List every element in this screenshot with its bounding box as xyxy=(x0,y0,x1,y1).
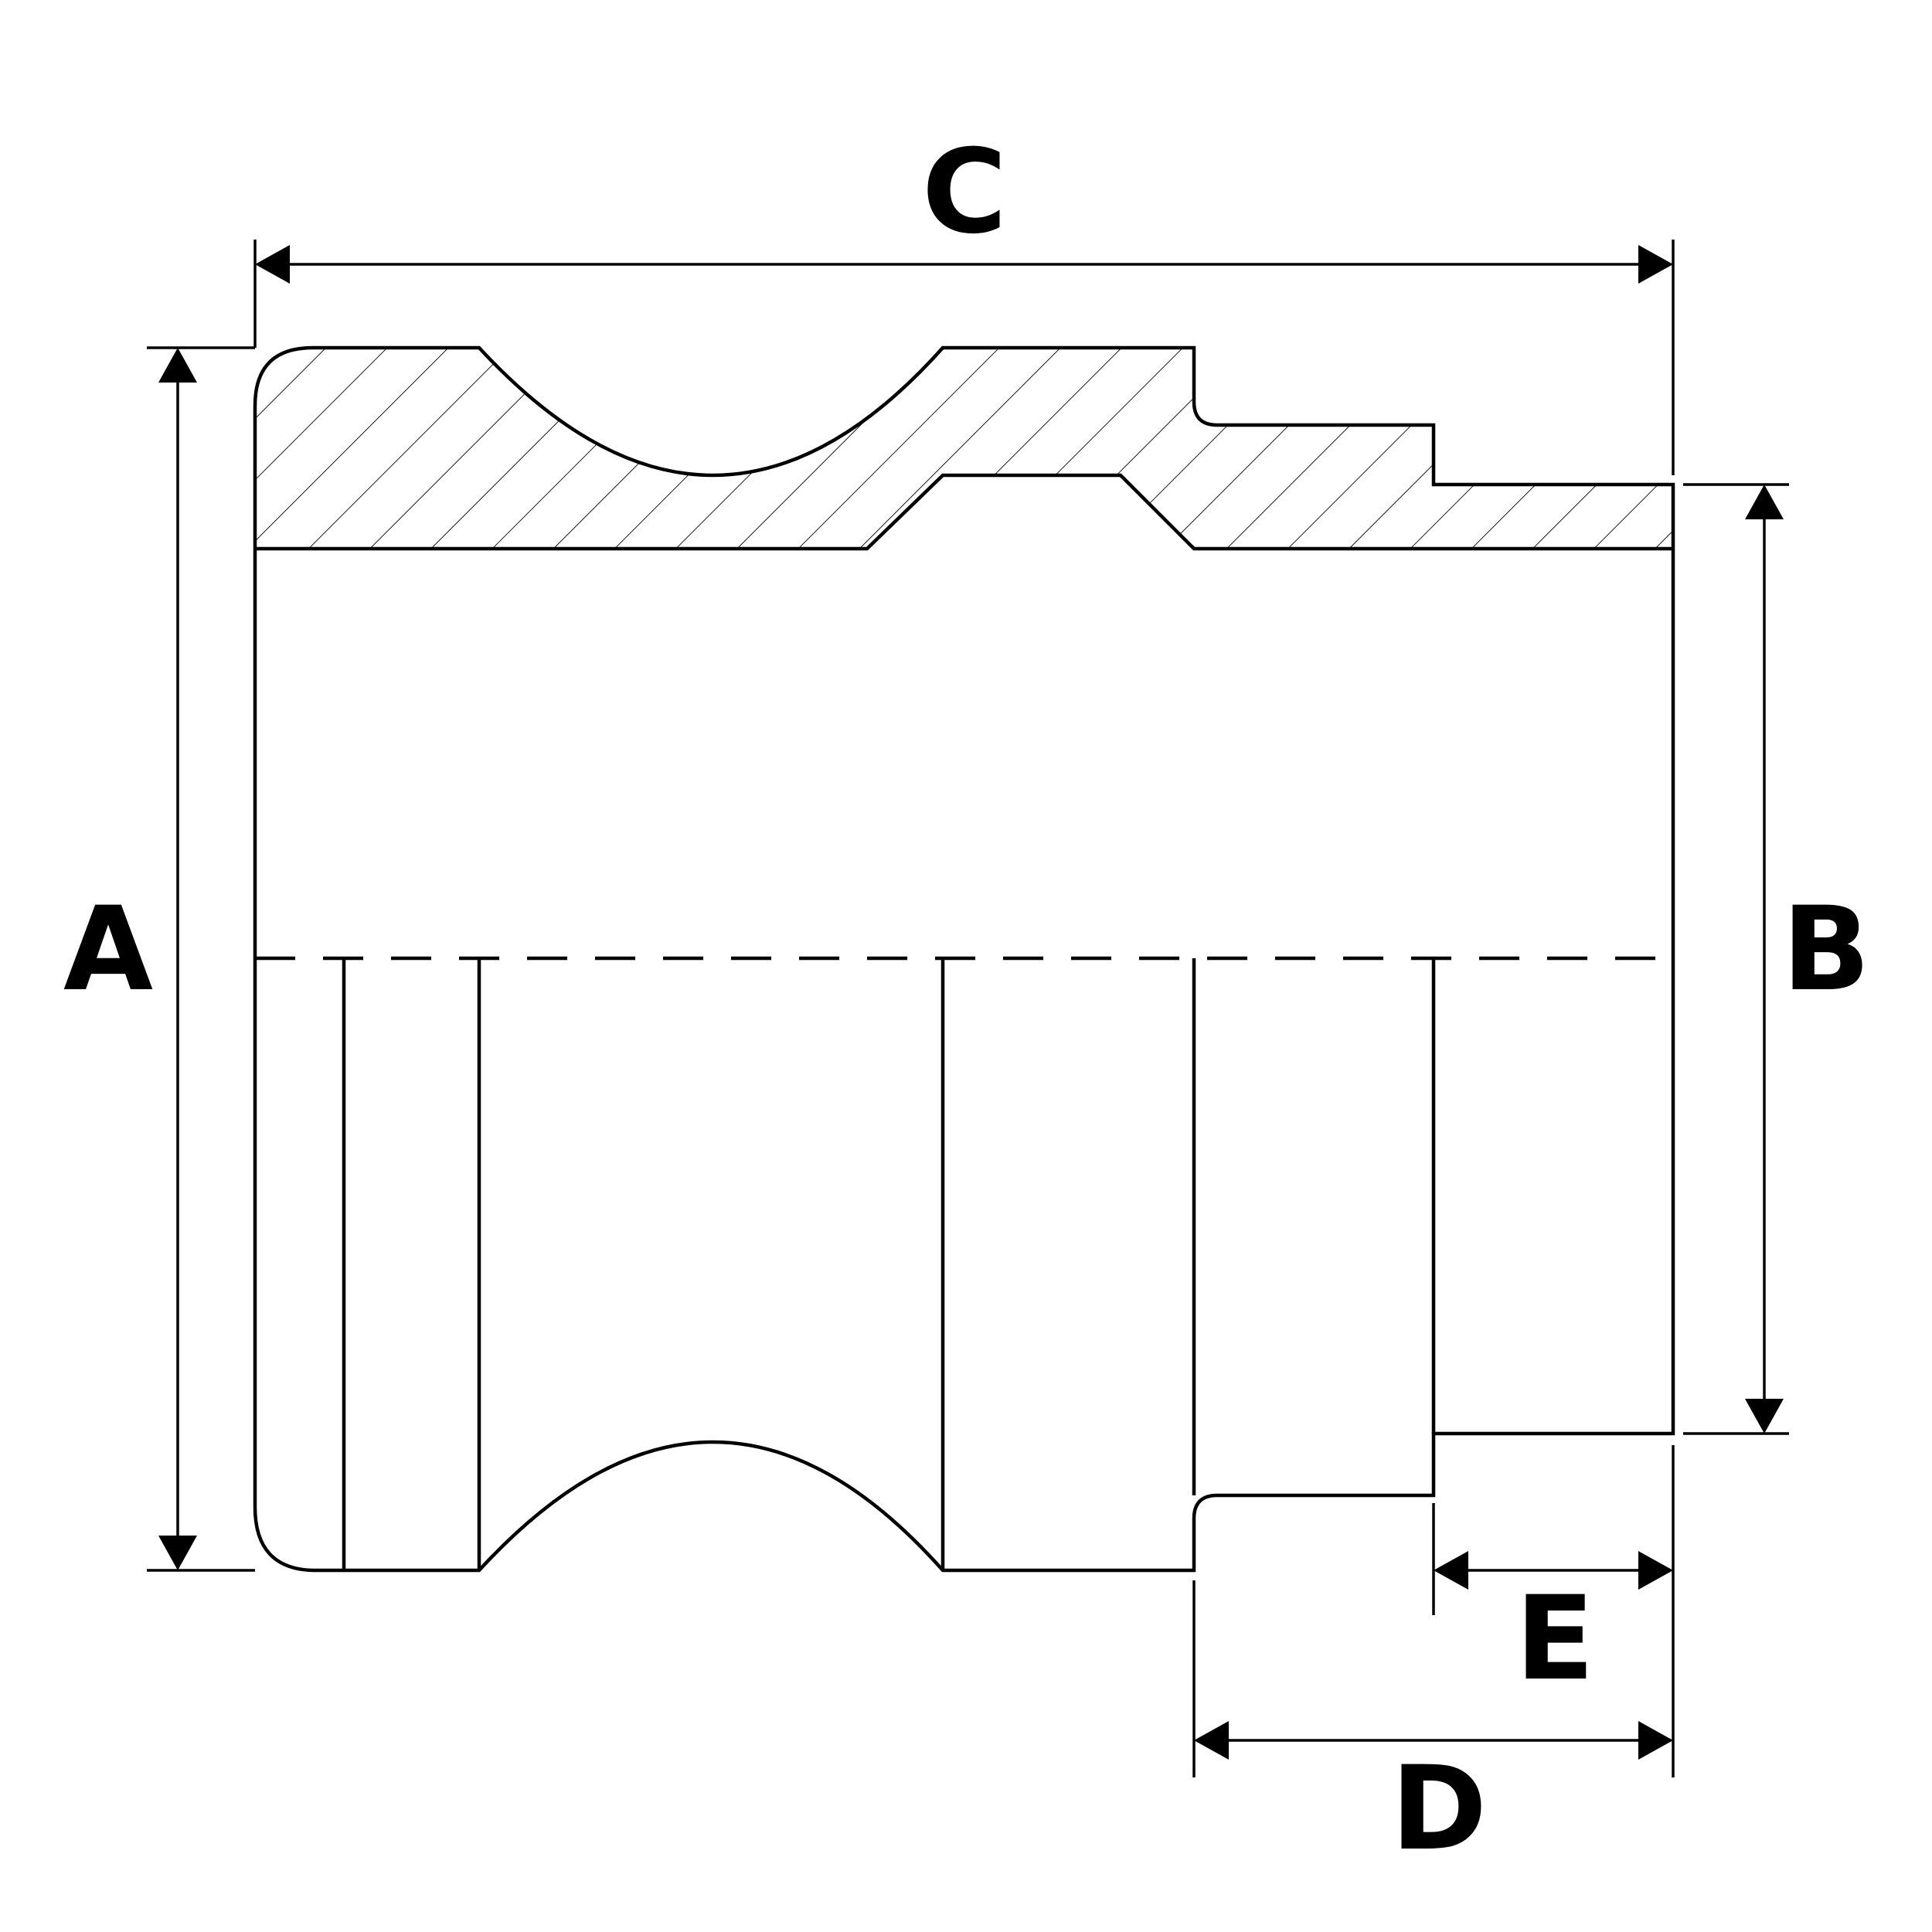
dimension-c: C xyxy=(253,125,1675,475)
label-d: D xyxy=(1391,1742,1488,1876)
section-bore-line xyxy=(255,473,1673,551)
section-outline xyxy=(253,345,1675,549)
dimension-d: D xyxy=(1192,1580,1673,1876)
label-a: A xyxy=(63,883,153,1017)
dimension-e: E xyxy=(1432,1445,1675,1777)
body-left-edge xyxy=(253,549,344,1573)
body-lower-outline xyxy=(344,549,1675,1573)
dimension-a: A xyxy=(63,346,255,1572)
label-b: B xyxy=(1782,883,1870,1017)
dimension-b: B xyxy=(1683,483,1870,1435)
section-hatch xyxy=(255,348,1673,549)
label-e: E xyxy=(1515,1572,1594,1706)
label-c: C xyxy=(922,125,1007,260)
